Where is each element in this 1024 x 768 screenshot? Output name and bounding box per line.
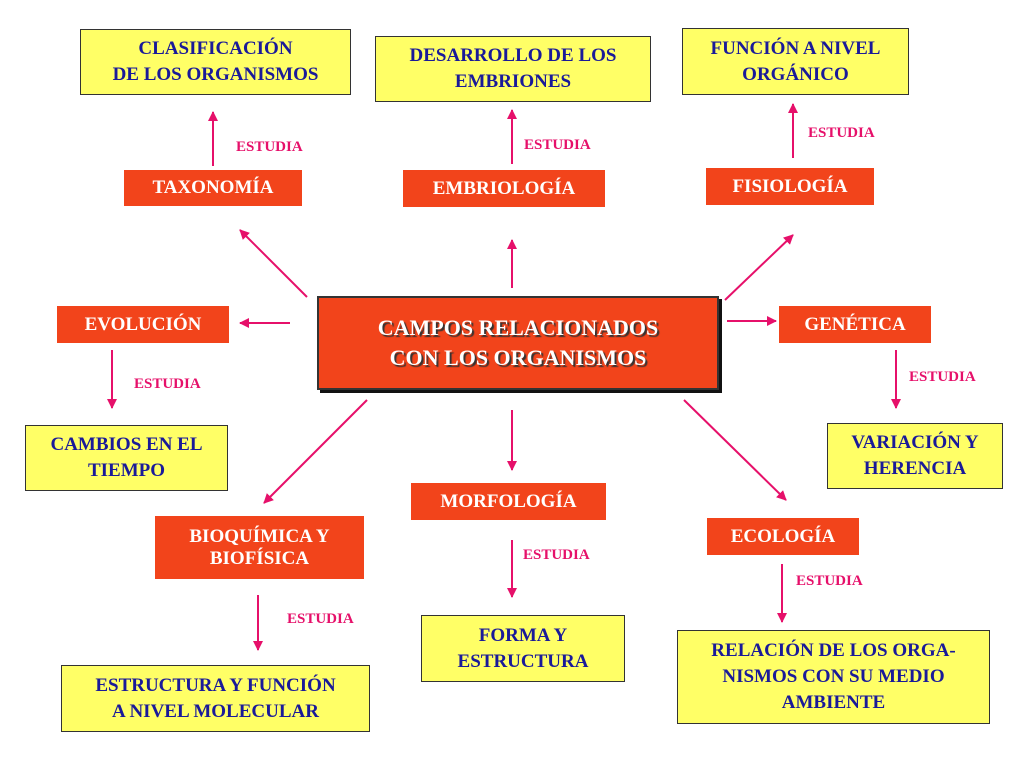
- field-fisiologia: FISIOLOGÍA: [706, 168, 874, 205]
- estudia-label-bioquimica: ESTUDIA: [287, 611, 354, 627]
- arrow-center-to-ecologia: [683, 399, 787, 501]
- topic-bioquimica: ESTRUCTURA Y FUNCIÓN A NIVEL MOLECULAR: [61, 665, 370, 732]
- field-morfologia: MORFOLOGÍA: [411, 483, 606, 520]
- estudia-label-morfologia: ESTUDIA: [523, 547, 590, 563]
- field-bioquimica: BIOQUÍMICA Y BIOFÍSICA: [155, 516, 364, 579]
- topic-morfologia: FORMA Y ESTRUCTURA: [421, 615, 625, 682]
- topic-taxonomia: CLASIFICACIÓN DE LOS ORGANISMOS: [80, 29, 351, 95]
- estudia-label-fisiologia: ESTUDIA: [808, 125, 875, 141]
- topic-embriologia: DESARROLLO DE LOS EMBRIONES: [375, 36, 651, 102]
- estudia-label-genetica: ESTUDIA: [909, 369, 976, 385]
- arrow-center-to-taxonomia: [239, 229, 308, 298]
- estudia-label-taxonomia: ESTUDIA: [236, 139, 303, 155]
- central-concept: CAMPOS RELACIONADOS CON LOS ORGANISMOS: [317, 296, 719, 390]
- arrow-center-to-fisiologia: [724, 234, 794, 301]
- field-genetica: GENÉTICA: [779, 306, 931, 343]
- estudia-label-ecologia: ESTUDIA: [796, 573, 863, 589]
- field-ecologia: ECOLOGÍA: [707, 518, 859, 555]
- topic-fisiologia: FUNCIÓN A NIVEL ORGÁNICO: [682, 28, 909, 95]
- arrow-center-to-bioquimica: [263, 399, 368, 504]
- topic-evolucion: CAMBIOS EN EL TIEMPO: [25, 425, 228, 491]
- estudia-label-evolucion: ESTUDIA: [134, 376, 201, 392]
- field-taxonomia: TAXONOMÍA: [124, 170, 302, 206]
- field-embriologia: EMBRIOLOGÍA: [403, 170, 605, 207]
- estudia-label-embriologia: ESTUDIA: [524, 137, 591, 153]
- topic-genetica: VARIACIÓN Y HERENCIA: [827, 423, 1003, 489]
- field-evolucion: EVOLUCIÓN: [57, 306, 229, 343]
- topic-ecologia: RELACIÓN DE LOS ORGA- NISMOS CON SU MEDI…: [677, 630, 990, 724]
